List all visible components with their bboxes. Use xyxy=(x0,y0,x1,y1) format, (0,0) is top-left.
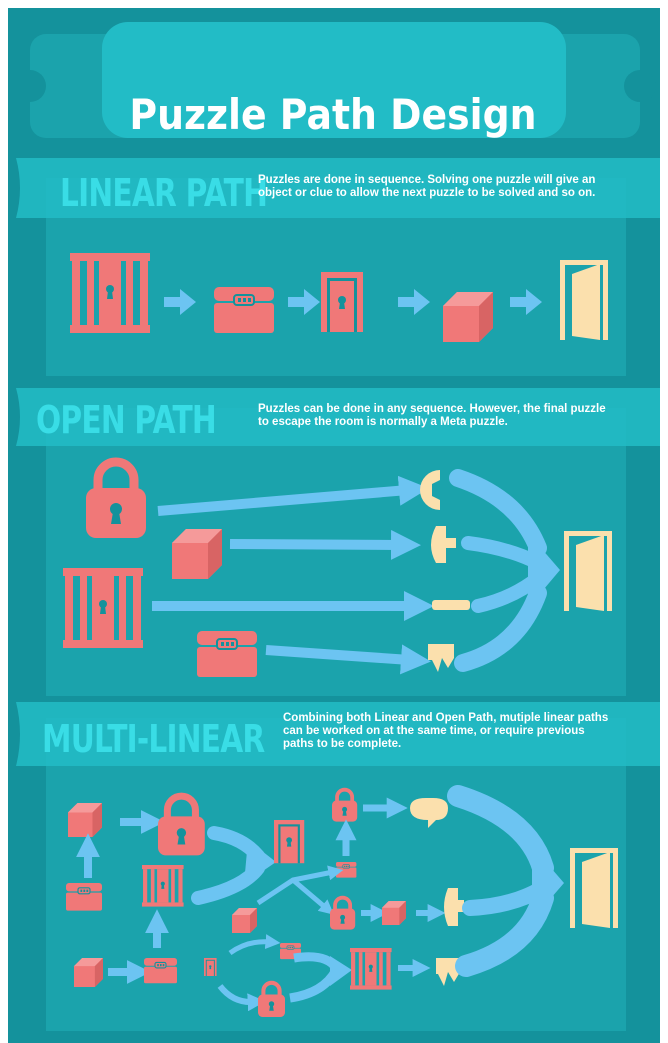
box-icon xyxy=(74,958,103,987)
key-piece-icon xyxy=(432,600,470,610)
infographic-poster: Puzzle Path Design LINEAR PATH Puzzles a… xyxy=(8,8,660,1043)
speech-bubble-icon xyxy=(410,798,448,828)
open-path-heading: OPEN PATH xyxy=(36,398,217,442)
arrow-icon xyxy=(288,289,320,315)
open-flow xyxy=(63,462,612,678)
multi-linear-description: Combining both Linear and Open Path, mut… xyxy=(283,712,609,750)
box-icon xyxy=(382,901,406,925)
linear-banner xyxy=(16,158,660,218)
arrow-icon xyxy=(398,289,430,315)
arrow-icon xyxy=(532,846,564,920)
key-piece-icon xyxy=(444,888,464,926)
header-banner xyxy=(14,22,656,138)
multi-flow xyxy=(65,785,618,1017)
arrow-icon xyxy=(510,289,542,315)
chest-icon xyxy=(143,957,178,984)
poster-artwork xyxy=(14,22,660,1031)
key-piece-icon xyxy=(420,470,440,510)
chest-icon xyxy=(213,286,275,334)
arrow-icon xyxy=(265,644,431,675)
door-icon xyxy=(204,958,217,976)
chest-icon xyxy=(335,861,357,878)
linear-path-description: Puzzles are done in sequence. Solving on… xyxy=(258,174,596,199)
box-icon xyxy=(68,803,102,837)
multi-banner xyxy=(16,702,660,766)
key-piece-icon xyxy=(431,526,456,563)
multi-linear-heading: MULTI-LINEAR xyxy=(42,717,265,761)
box-icon xyxy=(172,529,222,579)
arrow-icon xyxy=(157,475,429,516)
door-icon xyxy=(274,820,305,864)
arrow-icon xyxy=(164,289,196,315)
arrow-icon xyxy=(229,529,421,560)
door-icon xyxy=(321,272,363,332)
chest-icon xyxy=(196,630,258,678)
linear-flow xyxy=(70,253,608,342)
key-piece-icon xyxy=(436,958,460,986)
page-title: Puzzle Path Design xyxy=(129,90,537,140)
arrow-icon xyxy=(528,533,560,608)
chest-icon xyxy=(65,882,103,912)
open-banner xyxy=(16,388,660,446)
box-icon xyxy=(443,292,493,342)
linear-path-heading: LINEAR PATH xyxy=(60,171,268,215)
box-icon xyxy=(232,908,257,933)
key-piece-icon xyxy=(428,644,454,672)
open-path-description: Puzzles can be done in any sequence. How… xyxy=(258,403,606,428)
